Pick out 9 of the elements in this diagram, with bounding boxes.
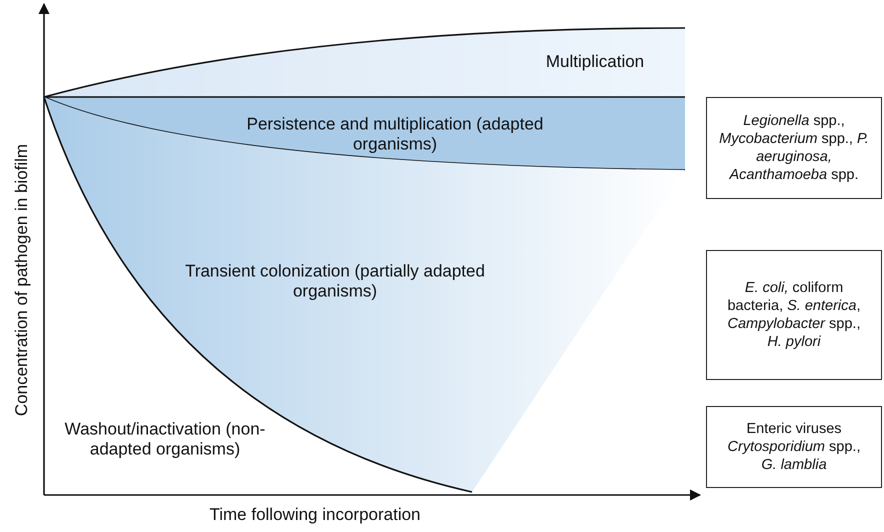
region-label: Persistence and multiplication (adapted organisms): [246, 114, 544, 156]
organism-list: Enteric viruses Crytosporidium spp., G. lamblia: [719, 420, 869, 474]
organism-list: E. coli, coliform bacteria, S. enterica, Campylobacter spp., H. pylori: [719, 278, 869, 352]
axis-title: Time following incorporation: [209, 505, 421, 525]
region-label: Transient colonization (partially adapted organisms): [184, 262, 486, 302]
region-label: Multiplication: [544, 52, 646, 72]
region-label: Washout/inactivation (non-adapted organisms): [64, 420, 266, 460]
organism-list: Legionella spp., Mycobacterium spp., P. aeruginosa, Acanthamoeba spp.: [719, 112, 869, 184]
axis-title: Concentration of pathogen in biofilm: [12, 144, 32, 416]
